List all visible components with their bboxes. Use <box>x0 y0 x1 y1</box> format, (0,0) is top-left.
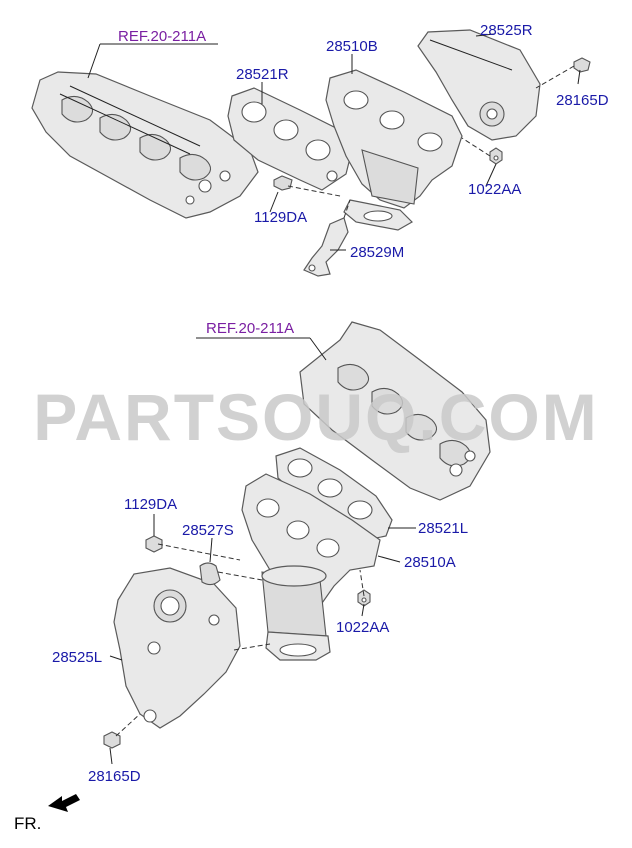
upper-bracket-label[interactable]: 28529M <box>350 244 404 261</box>
lower-collar-label[interactable]: 28527S <box>182 522 234 539</box>
lower-exhaust-manifold <box>241 473 381 661</box>
lower-gasket <box>275 447 393 541</box>
lower-nut-label[interactable]: 1022AA <box>336 619 389 636</box>
watermark: PARTSOUQ.COM <box>33 380 598 454</box>
lower-heat-shield <box>113 567 241 729</box>
lower-heat-shield-label[interactable]: 28525L <box>52 649 102 666</box>
front-label: FR. <box>14 814 41 833</box>
lower-shield-bolt-label[interactable]: 28165D <box>88 768 141 785</box>
upper-heat-shield <box>417 29 541 141</box>
lower-manifold-label[interactable]: 28510A <box>404 554 456 571</box>
upper-cylinder-head <box>31 71 259 219</box>
arrow-left-icon <box>48 794 80 812</box>
upper-bracket <box>303 217 349 277</box>
upper-gasket-label[interactable]: 28521R <box>236 66 289 83</box>
upper-manifold-label[interactable]: 28510B <box>326 38 378 55</box>
upper-ref-label[interactable]: REF.20-211A <box>118 28 206 45</box>
upper-nut-label[interactable]: 1022AA <box>468 181 521 198</box>
upper-exhaust-manifold <box>325 69 463 231</box>
orientation-marker: FR. <box>14 794 80 833</box>
upper-stud-bolt-label[interactable]: 1129DA <box>254 209 307 226</box>
upper-gasket <box>227 87 353 191</box>
lower-cylinder-head <box>299 321 491 501</box>
upper-shield-bolt-label[interactable]: 28165D <box>556 92 609 109</box>
upper-fasteners <box>273 57 591 191</box>
lower-gasket-label[interactable]: 28521L <box>418 520 468 537</box>
upper-heat-shield-label[interactable]: 28525R <box>480 22 533 39</box>
lower-ref-label[interactable]: REF.20-211A <box>206 320 294 337</box>
lower-fasteners <box>103 535 371 749</box>
lower-stud-bolt-label[interactable]: 1129DA <box>124 496 177 513</box>
